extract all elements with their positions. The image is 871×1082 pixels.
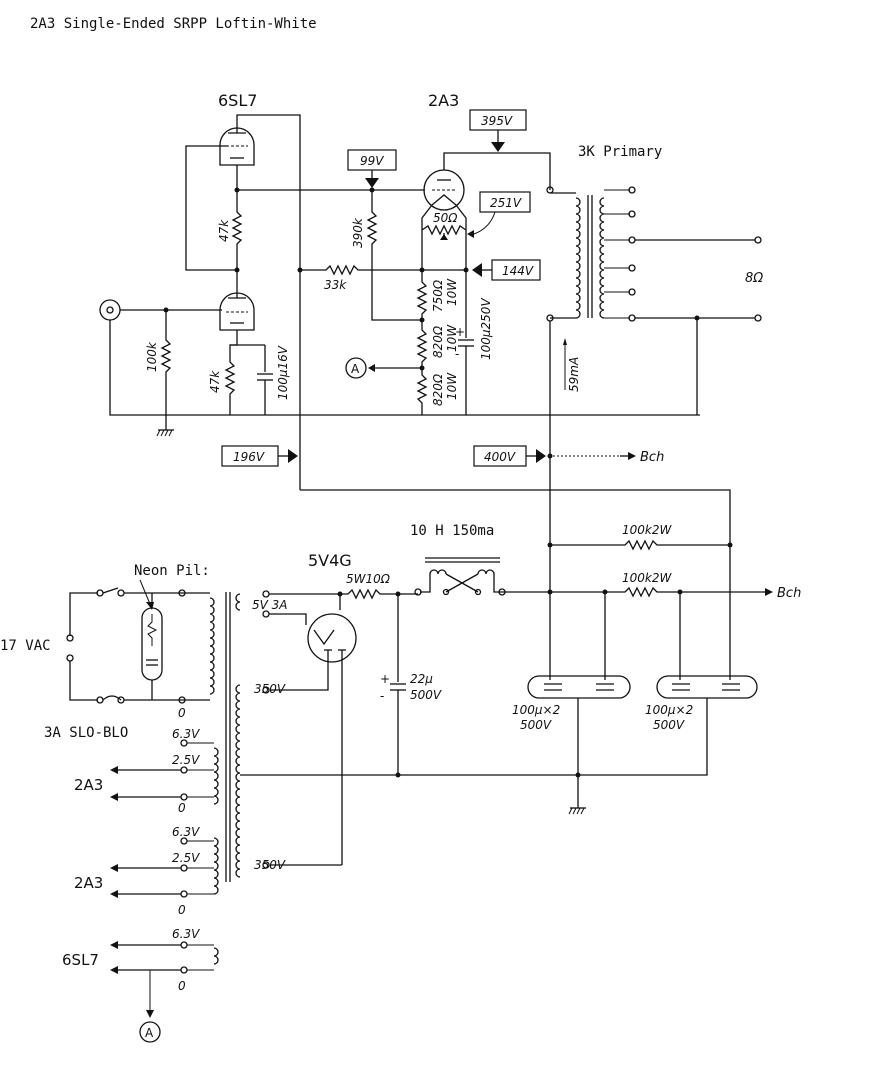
cap-pair-b-volt: 500V <box>653 718 685 732</box>
w5v3a-label: 5V 3A <box>252 598 288 612</box>
r750-label: 750Ω <box>431 279 445 312</box>
svg-text:196V: 196V <box>233 450 265 464</box>
tag-400v: 400V <box>473 445 546 467</box>
h2-0-label: 0 <box>178 903 186 917</box>
h2-63-label: 6.3V <box>172 825 200 839</box>
bch-bottom-label: Bch <box>777 586 801 601</box>
r47k-top-label: 47k <box>217 219 231 242</box>
choke-label: 10 H 150ma <box>410 523 494 539</box>
current-59ma-label: 59mA <box>567 357 581 392</box>
tag-99v: 99V <box>347 149 397 188</box>
r820b-label: 820Ω <box>431 373 445 406</box>
r47k-bottom-label: 47k <box>208 370 222 393</box>
tube-6sl7-lower <box>219 292 255 331</box>
h1-63-label: 6.3V <box>172 727 200 741</box>
node-a-bottom-label: A <box>145 1026 154 1040</box>
cap-pair-b <box>656 675 758 699</box>
c22u-volt: 500V <box>410 688 442 702</box>
r390k-label: 390k <box>351 217 365 248</box>
c22u-plus: + <box>380 672 390 686</box>
svg-text:144V: 144V <box>502 264 534 278</box>
neon-pilot-lamp <box>141 593 163 700</box>
node-a-label: A <box>351 362 360 376</box>
ground-symbol-1 <box>156 429 174 437</box>
r100k-label: 100k <box>145 341 159 372</box>
h1-tube-label: 2A3 <box>74 776 103 794</box>
tag-196v: 196V <box>221 445 298 467</box>
primary-zero-label: 0 <box>178 706 186 720</box>
cap-pair-b-label: 100µ×2 <box>645 703 693 717</box>
svg-text:251V: 251V <box>490 196 522 210</box>
tube-label-6sl7: 6SL7 <box>218 91 257 110</box>
r820b-watt-label: 10W <box>445 372 459 400</box>
r33k-label: 33k <box>324 278 347 292</box>
tube-2a3 <box>423 169 465 211</box>
r820a-label: 820Ω <box>431 325 445 358</box>
mains-label: 17 VAC <box>0 638 51 654</box>
cap-pair-a-label: 100µ×2 <box>512 703 560 717</box>
tag-251v: 251V <box>467 191 531 238</box>
tag-144v: 144V <box>472 259 541 281</box>
cap-pair-a-volt: 500V <box>520 718 552 732</box>
c250-plus: + <box>455 325 465 339</box>
bch-top-label: Bch <box>640 450 664 465</box>
output-transformer <box>546 186 636 322</box>
svg-text:99V: 99V <box>360 154 384 168</box>
r100k2w-bottom-label: 100k2W <box>622 571 672 585</box>
r5w10-label: 5W10Ω <box>346 572 391 586</box>
diagram-title: 2A3 Single-Ended SRPP Loftin-White <box>30 16 317 32</box>
r50-label: 50Ω <box>433 211 458 225</box>
cap-pair-a <box>527 675 631 699</box>
tube-label-2a3: 2A3 <box>428 91 459 110</box>
r750-watt-label: 10W <box>445 278 459 306</box>
choke <box>420 557 500 596</box>
w350b-label: 350V <box>254 858 286 872</box>
fuse-label: 3A SLO-BLO <box>44 725 128 741</box>
tag-395v: 395V <box>469 109 527 152</box>
r100k2w-top-label: 100k2W <box>622 523 672 537</box>
svg-text:395V: 395V <box>481 114 513 128</box>
h3-tube-label: 6SL7 <box>62 951 99 969</box>
w350a-label: 350V <box>254 682 286 696</box>
r820a-watt-label: 10W <box>445 324 459 352</box>
h1-25-label: 2.5V <box>172 753 200 767</box>
h2-25-label: 2.5V <box>172 851 200 865</box>
ground-symbol-2 <box>568 807 586 815</box>
tube-6sl7-upper <box>219 120 255 166</box>
h1-0-label: 0 <box>178 801 186 815</box>
tube-label-5v4g: 5V4G <box>308 551 352 570</box>
c100u250v-label: 100µ250V <box>479 298 493 360</box>
tube-5v4g <box>307 613 357 865</box>
svg-text:400V: 400V <box>484 450 516 464</box>
c100u16v-label: 100µ16V <box>276 345 290 400</box>
h3-63-label: 6.3V <box>172 927 200 941</box>
c250-minus: - <box>455 347 459 361</box>
primary-label: 3K Primary <box>578 144 662 160</box>
h2-tube-label: 2A3 <box>74 874 103 892</box>
neon-label: Neon Pil: <box>134 563 210 579</box>
c22u-minus: - <box>380 689 384 703</box>
c22u-label: 22µ <box>410 672 433 686</box>
output-8ohm-label: 8Ω <box>745 271 763 286</box>
h3-0-label: 0 <box>178 979 186 993</box>
